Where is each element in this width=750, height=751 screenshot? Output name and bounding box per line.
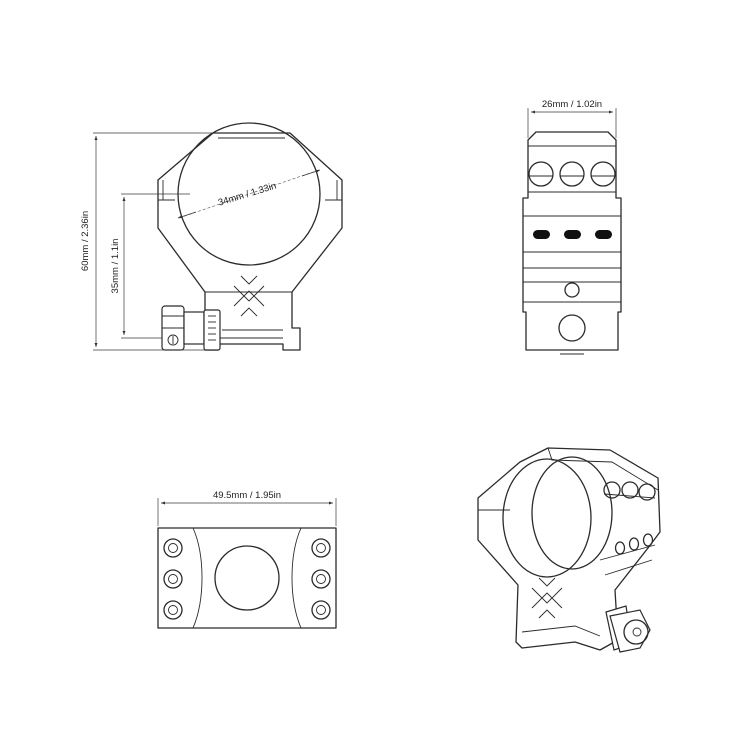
logo-icon bbox=[531, 577, 563, 619]
side-view bbox=[522, 131, 622, 355]
ring-diameter-label: 34mm / 1.33in bbox=[217, 181, 278, 209]
ring-width-label: 26mm / 1.02in bbox=[542, 99, 602, 110]
screw-icon bbox=[163, 538, 331, 620]
ring-length-label: 49.5mm / 1.95in bbox=[213, 490, 281, 501]
bottom-view bbox=[157, 527, 337, 629]
center-height-label: 35mm / 1.1in bbox=[110, 239, 121, 294]
front-dimensions bbox=[93, 132, 321, 351]
height-total-label: 60mm / 2.36in bbox=[80, 211, 91, 271]
width-dimension bbox=[527, 108, 617, 138]
isometric-view bbox=[477, 447, 661, 653]
length-dimension bbox=[157, 498, 337, 526]
logo-icon bbox=[233, 275, 265, 317]
front-view bbox=[157, 122, 343, 351]
